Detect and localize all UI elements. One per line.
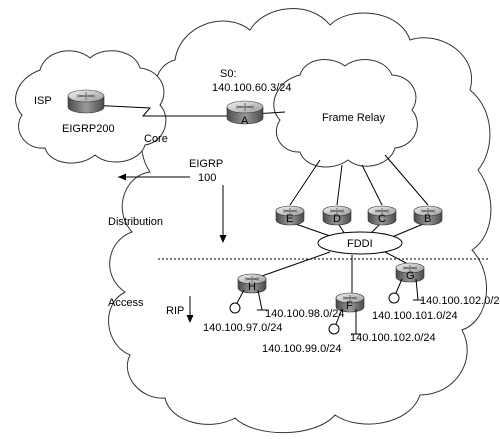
- router-a-label: A: [241, 115, 249, 127]
- router-b-label: B: [424, 213, 431, 225]
- h-stub-1: [236, 289, 245, 304]
- link-fddi-g: [384, 251, 409, 265]
- router-g-label: G: [406, 270, 415, 282]
- f-host-icon: [328, 323, 340, 335]
- f-stub-1: [335, 308, 343, 325]
- rip-label: RIP: [166, 305, 184, 317]
- core-label: Core: [144, 133, 168, 145]
- router-h-label: H: [248, 281, 256, 293]
- network-g-2: 140.100.101.0/24: [372, 310, 458, 322]
- network-h-2: 140.100.97.0/24: [203, 322, 283, 334]
- network-f-1: 140.100.99.0/24: [262, 343, 342, 355]
- link-fr-b: [384, 154, 429, 206]
- link-fr-c: [361, 164, 383, 206]
- eigrp-label: EIGRP: [189, 158, 223, 170]
- s0-address-label: 140.100.60.3/24: [212, 82, 292, 94]
- router-e-label: E: [286, 213, 293, 225]
- eigrp-arrow-head: [118, 173, 126, 181]
- isp-label: ISP: [34, 95, 52, 107]
- fddi-label: FDDI: [347, 238, 373, 250]
- g-stub-1: [395, 278, 403, 294]
- router-isp: [67, 89, 105, 114]
- link-fddi-h: [261, 251, 331, 277]
- network-h-1: 140.100.98.0/24: [265, 308, 345, 320]
- network-f-2: 140.100.102.0/24: [350, 332, 436, 344]
- h-host-icon: [229, 302, 241, 314]
- link-fr-e: [289, 159, 321, 206]
- router-f-label: F: [346, 300, 353, 312]
- h-stub-2: [257, 289, 263, 311]
- isp-protocol-label: EIGRP200: [62, 123, 115, 135]
- access-label: Access: [108, 297, 144, 309]
- serial-link: [87, 104, 236, 117]
- frame-relay-cloud: [273, 59, 418, 168]
- router-d-label: D: [333, 213, 341, 225]
- network-g-1: 140.100.102.0/24: [420, 295, 500, 307]
- distribution-arrow-head: [219, 235, 227, 243]
- distribution-label: Distribution: [108, 216, 163, 228]
- g-stub-2: [415, 278, 419, 301]
- fddi-ring: [317, 231, 403, 255]
- eigrp-as-label: 100: [198, 172, 216, 184]
- s0-label: S0:: [220, 68, 237, 80]
- router-c-label: C: [378, 213, 386, 225]
- g-host-icon: [388, 292, 400, 304]
- rip-arrow-head: [186, 315, 194, 323]
- frame-relay-label: Frame Relay: [322, 112, 385, 124]
- link-fr-d: [336, 164, 343, 206]
